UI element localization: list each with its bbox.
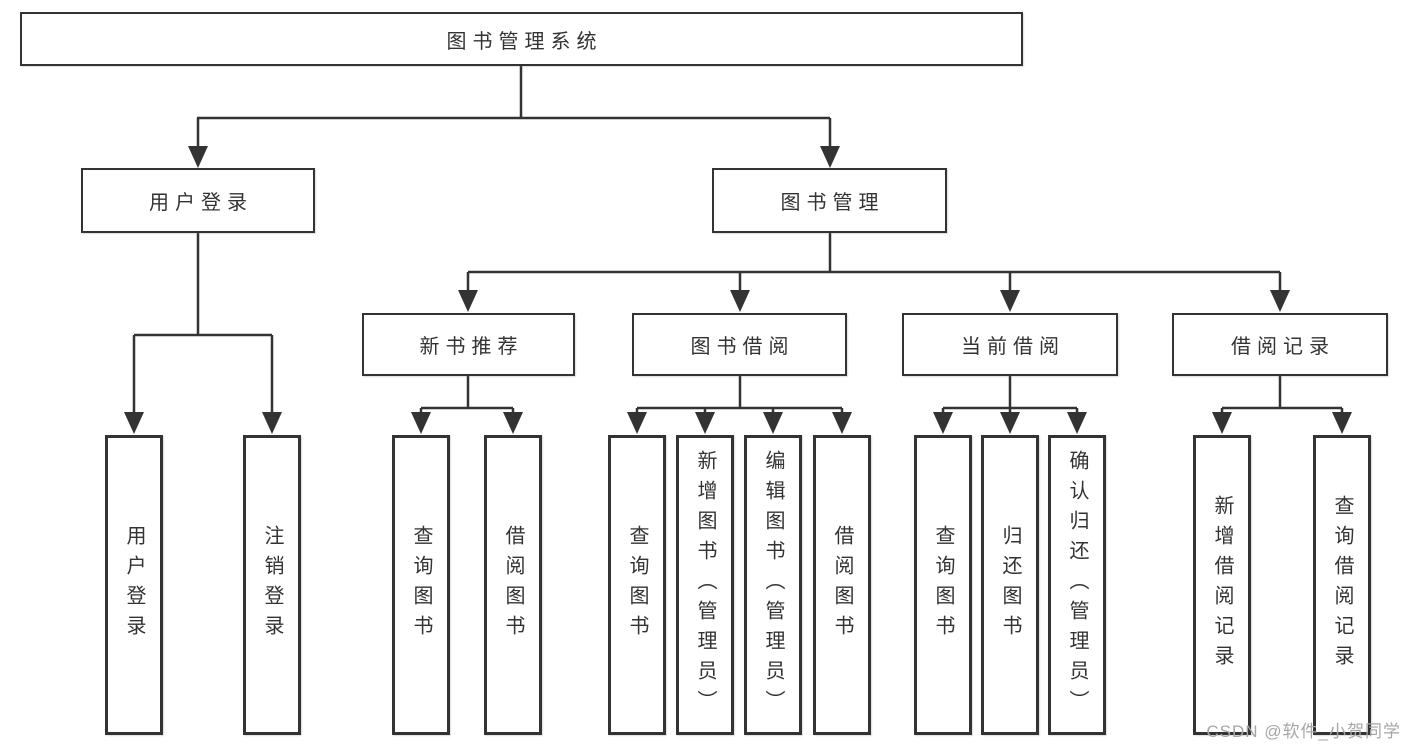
csdn-watermark: CSDN @软件_小贺同学 — [1206, 722, 1401, 741]
node-user-login: 用户登录 — [81, 168, 315, 233]
node-label: 查询图书 — [932, 525, 954, 645]
node-label: 用户登录 — [123, 525, 145, 645]
node-label: 归还图书 — [999, 525, 1021, 645]
node-label: 编辑图书（管理员） — [762, 450, 784, 720]
leaf-add-book-admin: 新增图书（管理员） — [676, 435, 734, 735]
node-label: 确认归还（管理员） — [1066, 450, 1088, 720]
node-label: 图书管理系统 — [446, 30, 603, 53]
node-library-system: 图书管理系统 — [20, 12, 1023, 66]
node-label: 新增借阅记录 — [1211, 495, 1233, 675]
node-label: 新增图书（管理员） — [694, 450, 716, 720]
node-book-borrow: 图书借阅 — [632, 313, 847, 376]
node-label: 借阅记录 — [1231, 336, 1335, 358]
node-new-book-recommend: 新书推荐 — [362, 313, 575, 376]
node-label: 借阅图书 — [502, 525, 524, 645]
connector-root-to-level2 — [188, 66, 840, 168]
leaf-confirm-return-admin: 确认归还（管理员） — [1048, 435, 1106, 735]
connector-book-management-children — [458, 233, 1290, 312]
leaf-borrow-books: 借阅图书 — [813, 435, 871, 735]
leaf-add-borrow-record: 新增借阅记录 — [1193, 435, 1251, 735]
leaf-current-query-books: 查询图书 — [914, 435, 972, 735]
node-label: 查询借阅记录 — [1331, 495, 1353, 675]
connector-user-login-children — [124, 233, 282, 434]
node-label: 查询图书 — [410, 525, 432, 645]
leaf-recommend-borrow-books: 借阅图书 — [484, 435, 542, 735]
connector-current-borrow-children — [933, 376, 1087, 434]
leaf-user-login: 用户登录 — [105, 435, 163, 735]
node-label: 图书管理 — [780, 192, 885, 214]
connector-new-book-recommend-children — [411, 376, 523, 434]
node-book-management: 图书管理 — [712, 168, 947, 233]
node-label: 用户登录 — [149, 192, 253, 214]
leaf-borrow-query-books: 查询图书 — [608, 435, 666, 735]
leaf-recommend-query-books: 查询图书 — [392, 435, 450, 735]
node-label: 图书借阅 — [690, 336, 795, 358]
node-borrow-records: 借阅记录 — [1172, 313, 1388, 376]
node-label: 借阅图书 — [831, 525, 853, 645]
leaf-logout: 注销登录 — [243, 435, 301, 735]
node-label: 新书推荐 — [419, 336, 524, 358]
node-label: 注销登录 — [261, 525, 283, 645]
connector-borrow-records-children — [1212, 376, 1352, 434]
leaf-query-borrow-record: 查询借阅记录 — [1313, 435, 1371, 735]
connector-book-borrow-children — [627, 376, 852, 434]
node-current-borrow: 当前借阅 — [902, 313, 1118, 376]
node-label: 查询图书 — [626, 525, 648, 645]
node-label: 当前借阅 — [961, 336, 1065, 358]
leaf-edit-book-admin: 编辑图书（管理员） — [744, 435, 802, 735]
leaf-return-book: 归还图书 — [981, 435, 1039, 735]
